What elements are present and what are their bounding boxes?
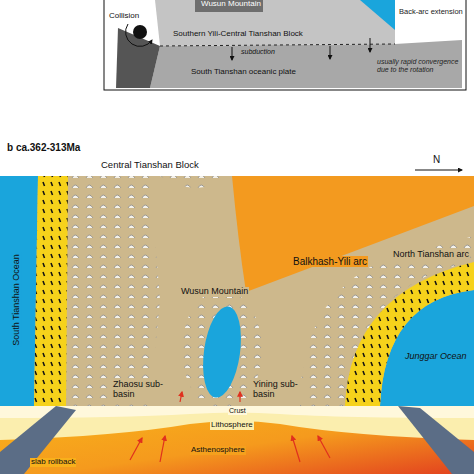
map-label: N [432,154,441,165]
map-label: Balkhash-Yili arc [292,256,368,267]
map-label: slab rollback [30,458,76,467]
map-label: Junggar Ocean [404,352,468,362]
map-label: Collision [108,12,140,21]
map-label: usually rapid convergence due to the rot… [376,58,460,73]
map-label: Zhaosu sub-basin [112,380,166,400]
map-label: Lithosphere [210,421,254,430]
map-label: Back-arc extension [398,8,464,16]
map-label: North Tianshan arc [392,250,470,260]
map-label: Asthenosphere [190,446,246,455]
map-label: Wusun Mountain [200,0,262,9]
map-label: Wusun Mountain [180,287,249,297]
map-label: subduction [240,48,276,56]
map-label: Yining sub-basin [252,380,306,400]
map-label: b ca.362-313Ma [6,142,81,153]
map-label: Crust [228,407,247,415]
map-label: Central Tianshan Block [100,160,200,170]
map-label: South Tianshan oceanic plate [190,68,297,77]
map-label: Southern Yili-Central Tianshan Block [172,30,304,39]
map-label: South Tianshan Ocean [12,253,22,347]
